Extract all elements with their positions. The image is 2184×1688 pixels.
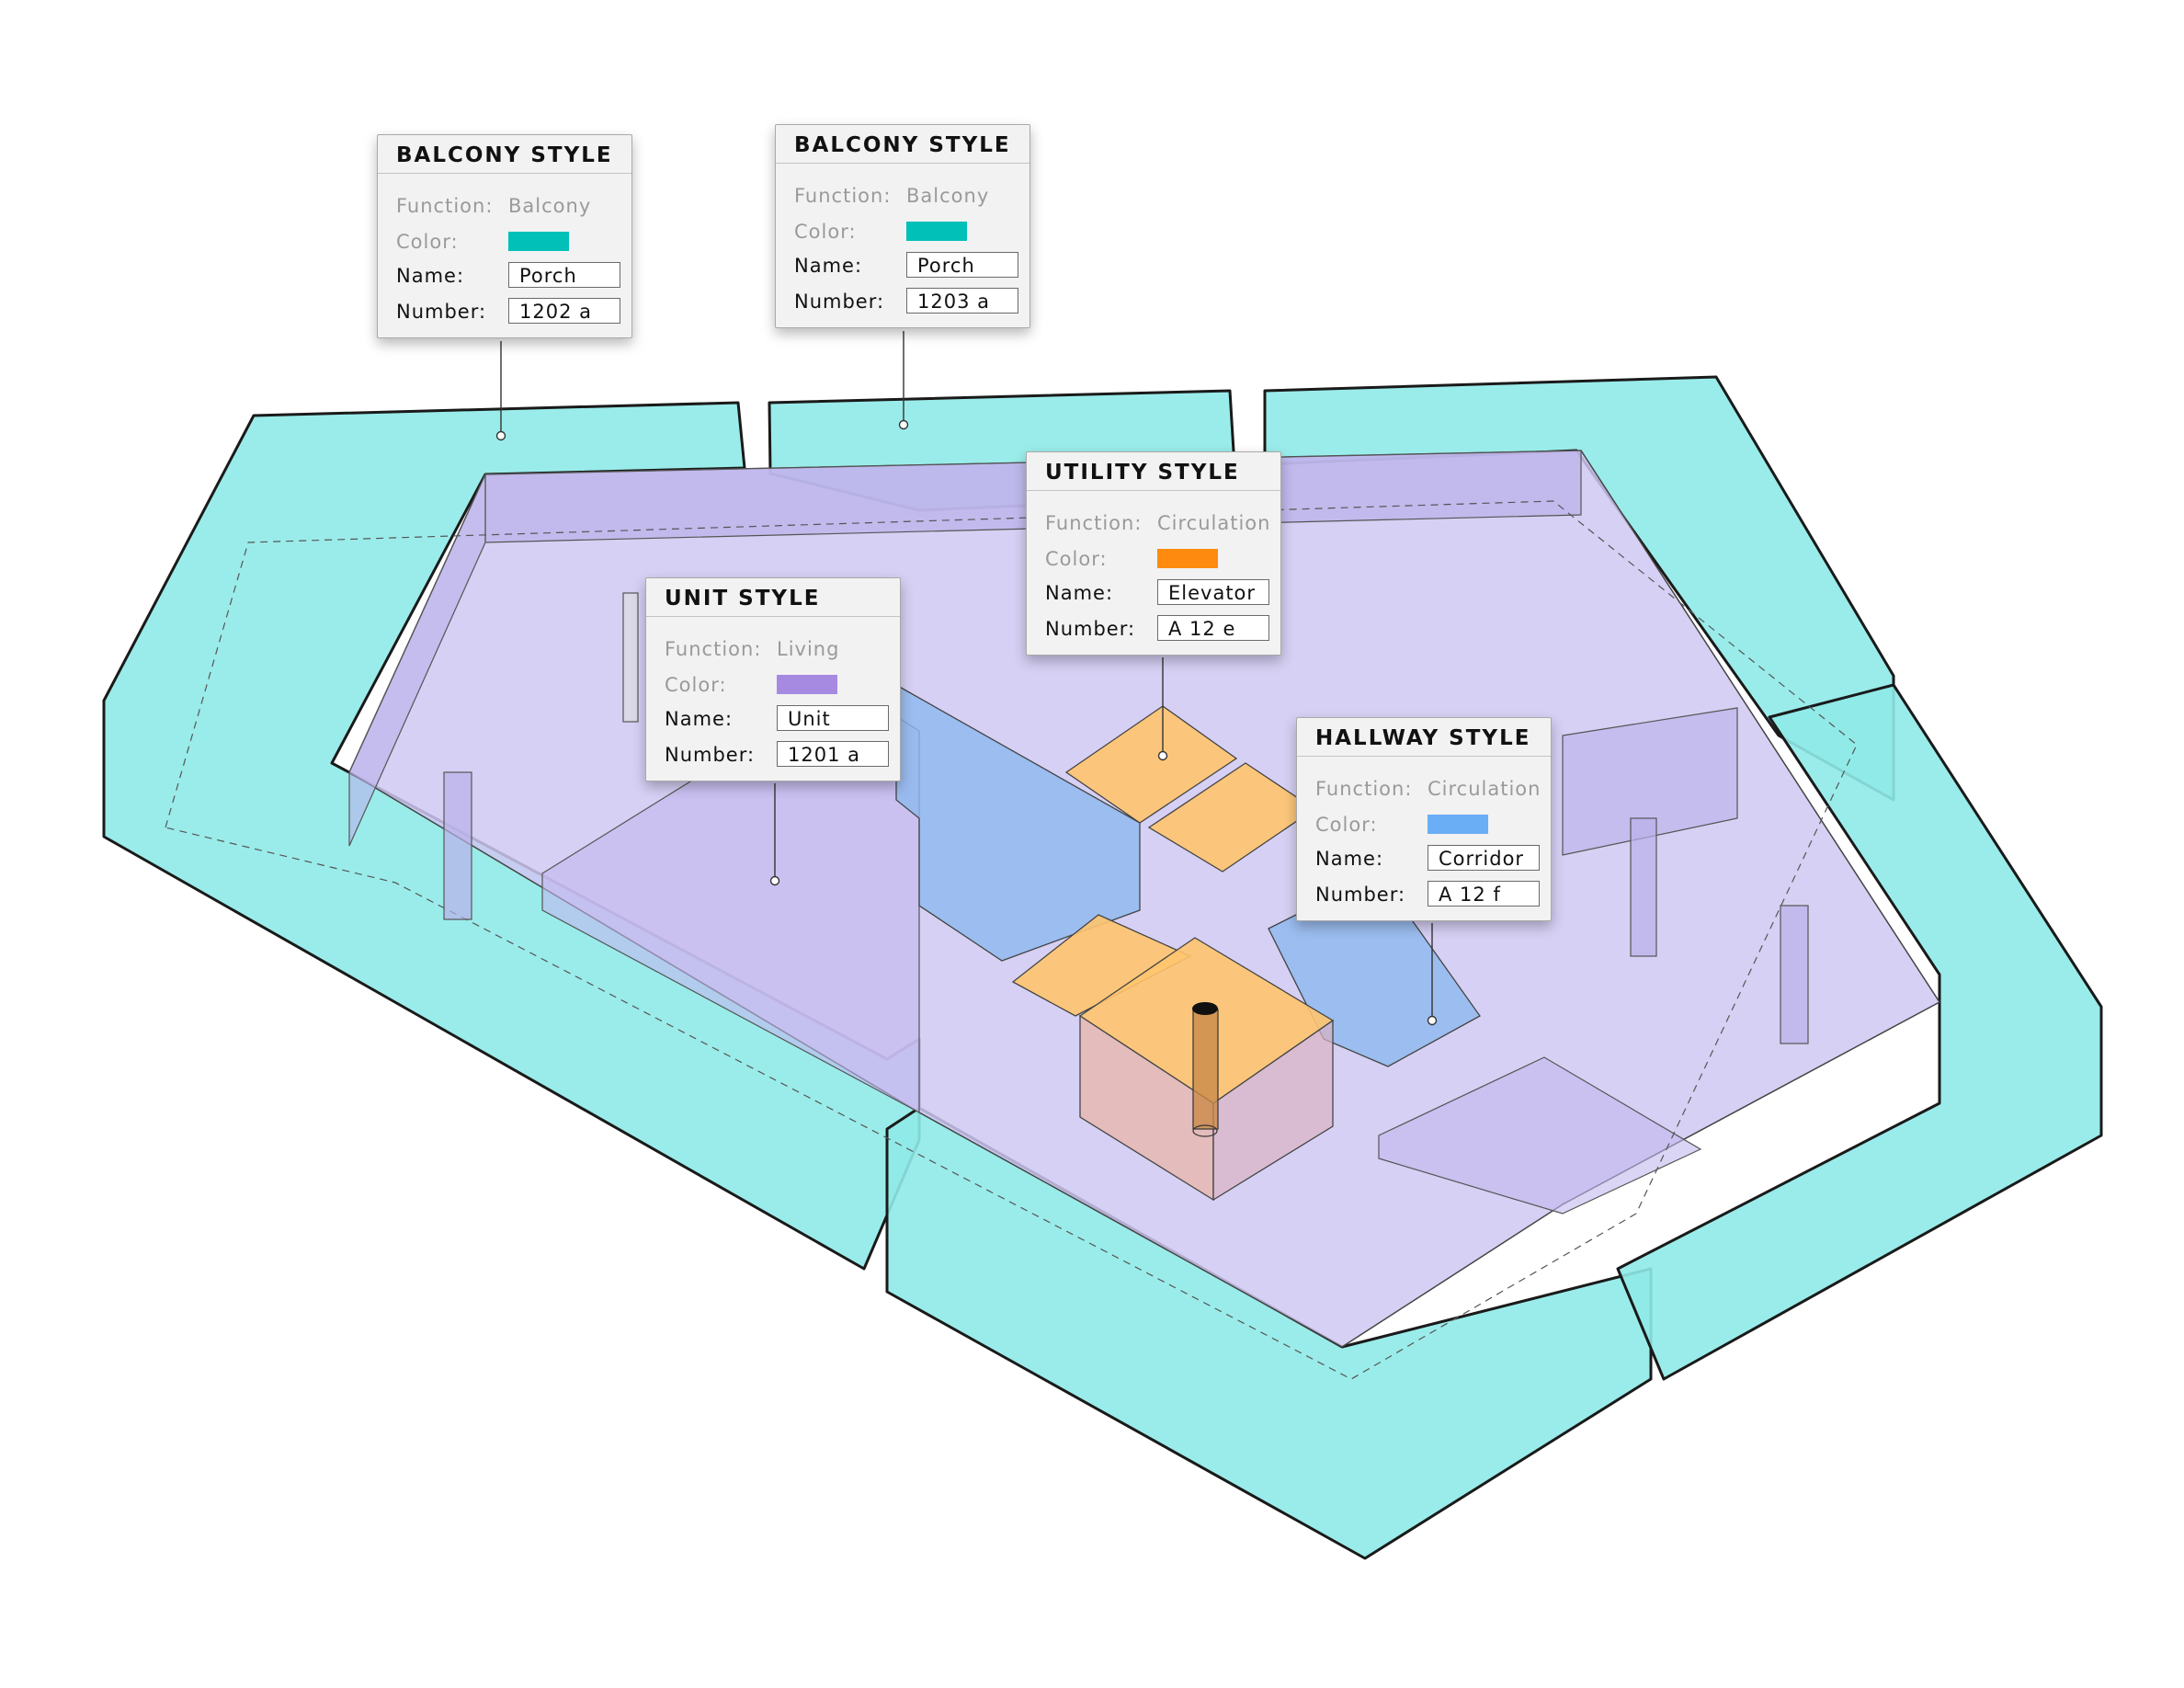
color-swatch[interactable] xyxy=(1428,815,1488,834)
utility-core-side xyxy=(1212,1019,1334,1202)
function-value: Living xyxy=(777,638,840,660)
number-field[interactable]: A 12 f xyxy=(1428,881,1540,907)
function-value: Circulation xyxy=(1157,512,1271,534)
column xyxy=(1630,817,1657,957)
utility-top-block xyxy=(1064,705,1238,824)
function-value: Circulation xyxy=(1428,778,1541,800)
number-field[interactable]: 1202 a xyxy=(508,298,620,324)
balcony-style-panel-1203[interactable]: BALCONY STYLE Function: Balcony Color: N… xyxy=(775,124,1030,328)
function-value: Balcony xyxy=(906,185,990,207)
color-label: Color: xyxy=(1045,548,1108,570)
leader-dot-balcony-1202 xyxy=(495,430,506,441)
balcony-style-panel-1202[interactable]: BALCONY STYLE Function: Balcony Color: N… xyxy=(377,134,632,338)
number-field[interactable]: 1201 a xyxy=(777,741,889,767)
color-swatch[interactable] xyxy=(777,675,837,694)
name-label: Name: xyxy=(1045,582,1114,604)
name-field[interactable]: Unit xyxy=(777,705,889,731)
color-swatch[interactable] xyxy=(906,222,967,241)
hallway-corridor-diagonal xyxy=(895,683,1141,962)
number-field[interactable]: A 12 e xyxy=(1157,615,1269,641)
column xyxy=(1780,905,1809,1044)
leader-dot-hallway xyxy=(1427,1015,1438,1026)
unit-left-wall xyxy=(348,473,486,847)
function-label: Function: xyxy=(794,185,892,207)
name-field[interactable]: Elevator xyxy=(1157,579,1269,605)
function-value: Balcony xyxy=(508,195,592,217)
color-swatch[interactable] xyxy=(1157,549,1218,568)
elevator-shaft-cap xyxy=(1192,1002,1218,1015)
name-field[interactable]: Porch xyxy=(906,252,1018,278)
unit-style-panel[interactable]: UNIT STYLE Function: Living Color: Name:… xyxy=(645,577,901,781)
color-label: Color: xyxy=(1315,814,1378,836)
number-label: Number: xyxy=(665,744,756,766)
color-label: Color: xyxy=(794,221,857,243)
leader-dot-utility xyxy=(1157,750,1168,761)
panel-title: UTILITY STYLE xyxy=(1027,452,1280,491)
name-label: Name: xyxy=(665,708,734,730)
panel-title: BALCONY STYLE xyxy=(776,125,1029,164)
name-field[interactable]: Corridor xyxy=(1428,845,1540,871)
hallway-style-panel[interactable]: HALLWAY STYLE Function: Circulation Colo… xyxy=(1296,717,1552,921)
panel-title: HALLWAY STYLE xyxy=(1297,718,1551,757)
number-label: Number: xyxy=(1315,884,1406,906)
utility-style-panel[interactable]: UTILITY STYLE Function: Circulation Colo… xyxy=(1026,451,1281,656)
elevator-shaft-base xyxy=(1192,1124,1218,1137)
panel-title: BALCONY STYLE xyxy=(378,135,631,174)
panel-title: UNIT STYLE xyxy=(646,578,900,617)
leader-dot-unit xyxy=(769,875,780,886)
utility-volumes xyxy=(1011,705,1335,1202)
color-label: Color: xyxy=(665,674,727,696)
column xyxy=(443,771,472,920)
color-swatch[interactable] xyxy=(508,232,569,251)
unit-dashed-outline xyxy=(165,500,1858,1380)
elevator-shaft xyxy=(1192,1009,1219,1130)
leader-lines xyxy=(495,331,1438,1026)
color-label: Color: xyxy=(396,231,459,253)
column xyxy=(622,592,639,723)
name-field[interactable]: Porch xyxy=(508,262,620,288)
function-label: Function: xyxy=(665,638,762,660)
number-label: Number: xyxy=(396,301,487,323)
function-label: Function: xyxy=(1315,778,1413,800)
function-label: Function: xyxy=(396,195,494,217)
number-label: Number: xyxy=(794,291,885,313)
leader-dot-balcony-1203 xyxy=(898,419,909,430)
name-label: Name: xyxy=(396,265,465,287)
number-field[interactable]: 1203 a xyxy=(906,288,1018,314)
unit-room-front-right xyxy=(1378,1056,1702,1215)
name-label: Name: xyxy=(1315,848,1384,870)
name-label: Name: xyxy=(794,255,863,277)
function-label: Function: xyxy=(1045,512,1143,534)
unit-room-right xyxy=(1562,707,1738,856)
number-label: Number: xyxy=(1045,618,1136,640)
balcony-right-far xyxy=(1616,683,2103,1381)
